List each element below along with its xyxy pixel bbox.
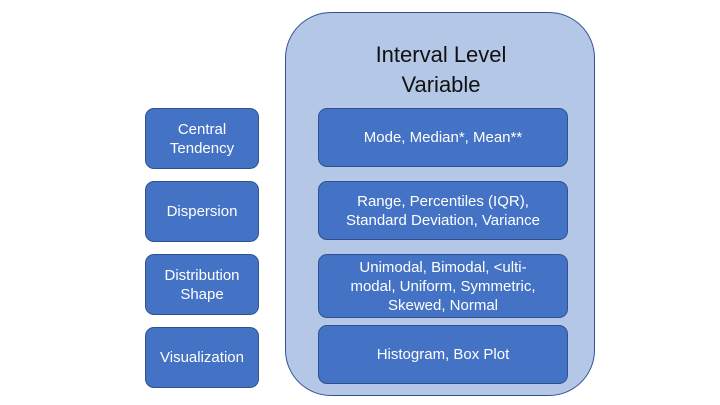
category-label-line: Central bbox=[177, 120, 227, 138]
content-label-line: Histogram, Box Plot bbox=[376, 346, 510, 363]
category-dispersion: Dispersion bbox=[145, 181, 259, 242]
content-label-line: Standard Deviation, Variance bbox=[345, 211, 540, 229]
category-label-line: Tendency bbox=[169, 139, 235, 157]
category-label-line: Distribution bbox=[164, 266, 240, 284]
content-label-line: modal, Uniform, Symmetric, bbox=[350, 277, 536, 295]
content-distribution-shape: Unimodal, Bimodal, <ulti- modal, Uniform… bbox=[318, 254, 568, 318]
category-label-line: Shape bbox=[180, 285, 224, 303]
panel-title: Interval Level Variable bbox=[285, 40, 597, 100]
panel-title-line-1: Interval Level bbox=[375, 42, 507, 67]
category-visualization: Visualization bbox=[145, 327, 259, 388]
category-central-tendency: Central Tendency bbox=[145, 108, 259, 169]
category-label-line: Dispersion bbox=[166, 203, 238, 220]
content-label-line: Mode, Median*, Mean** bbox=[363, 129, 523, 146]
content-dispersion: Range, Percentiles (IQR), Standard Devia… bbox=[318, 181, 568, 240]
panel-title-line-2: Variable bbox=[401, 72, 481, 97]
category-distribution-shape: Distribution Shape bbox=[145, 254, 259, 315]
category-label-line: Visualization bbox=[160, 349, 244, 366]
content-label-line: Range, Percentiles (IQR), bbox=[357, 192, 529, 210]
content-central-tendency: Mode, Median*, Mean** bbox=[318, 108, 568, 167]
content-label-line: Unimodal, Bimodal, <ulti- bbox=[359, 258, 527, 276]
content-label-line: Skewed, Normal bbox=[387, 296, 499, 314]
content-visualization: Histogram, Box Plot bbox=[318, 325, 568, 384]
